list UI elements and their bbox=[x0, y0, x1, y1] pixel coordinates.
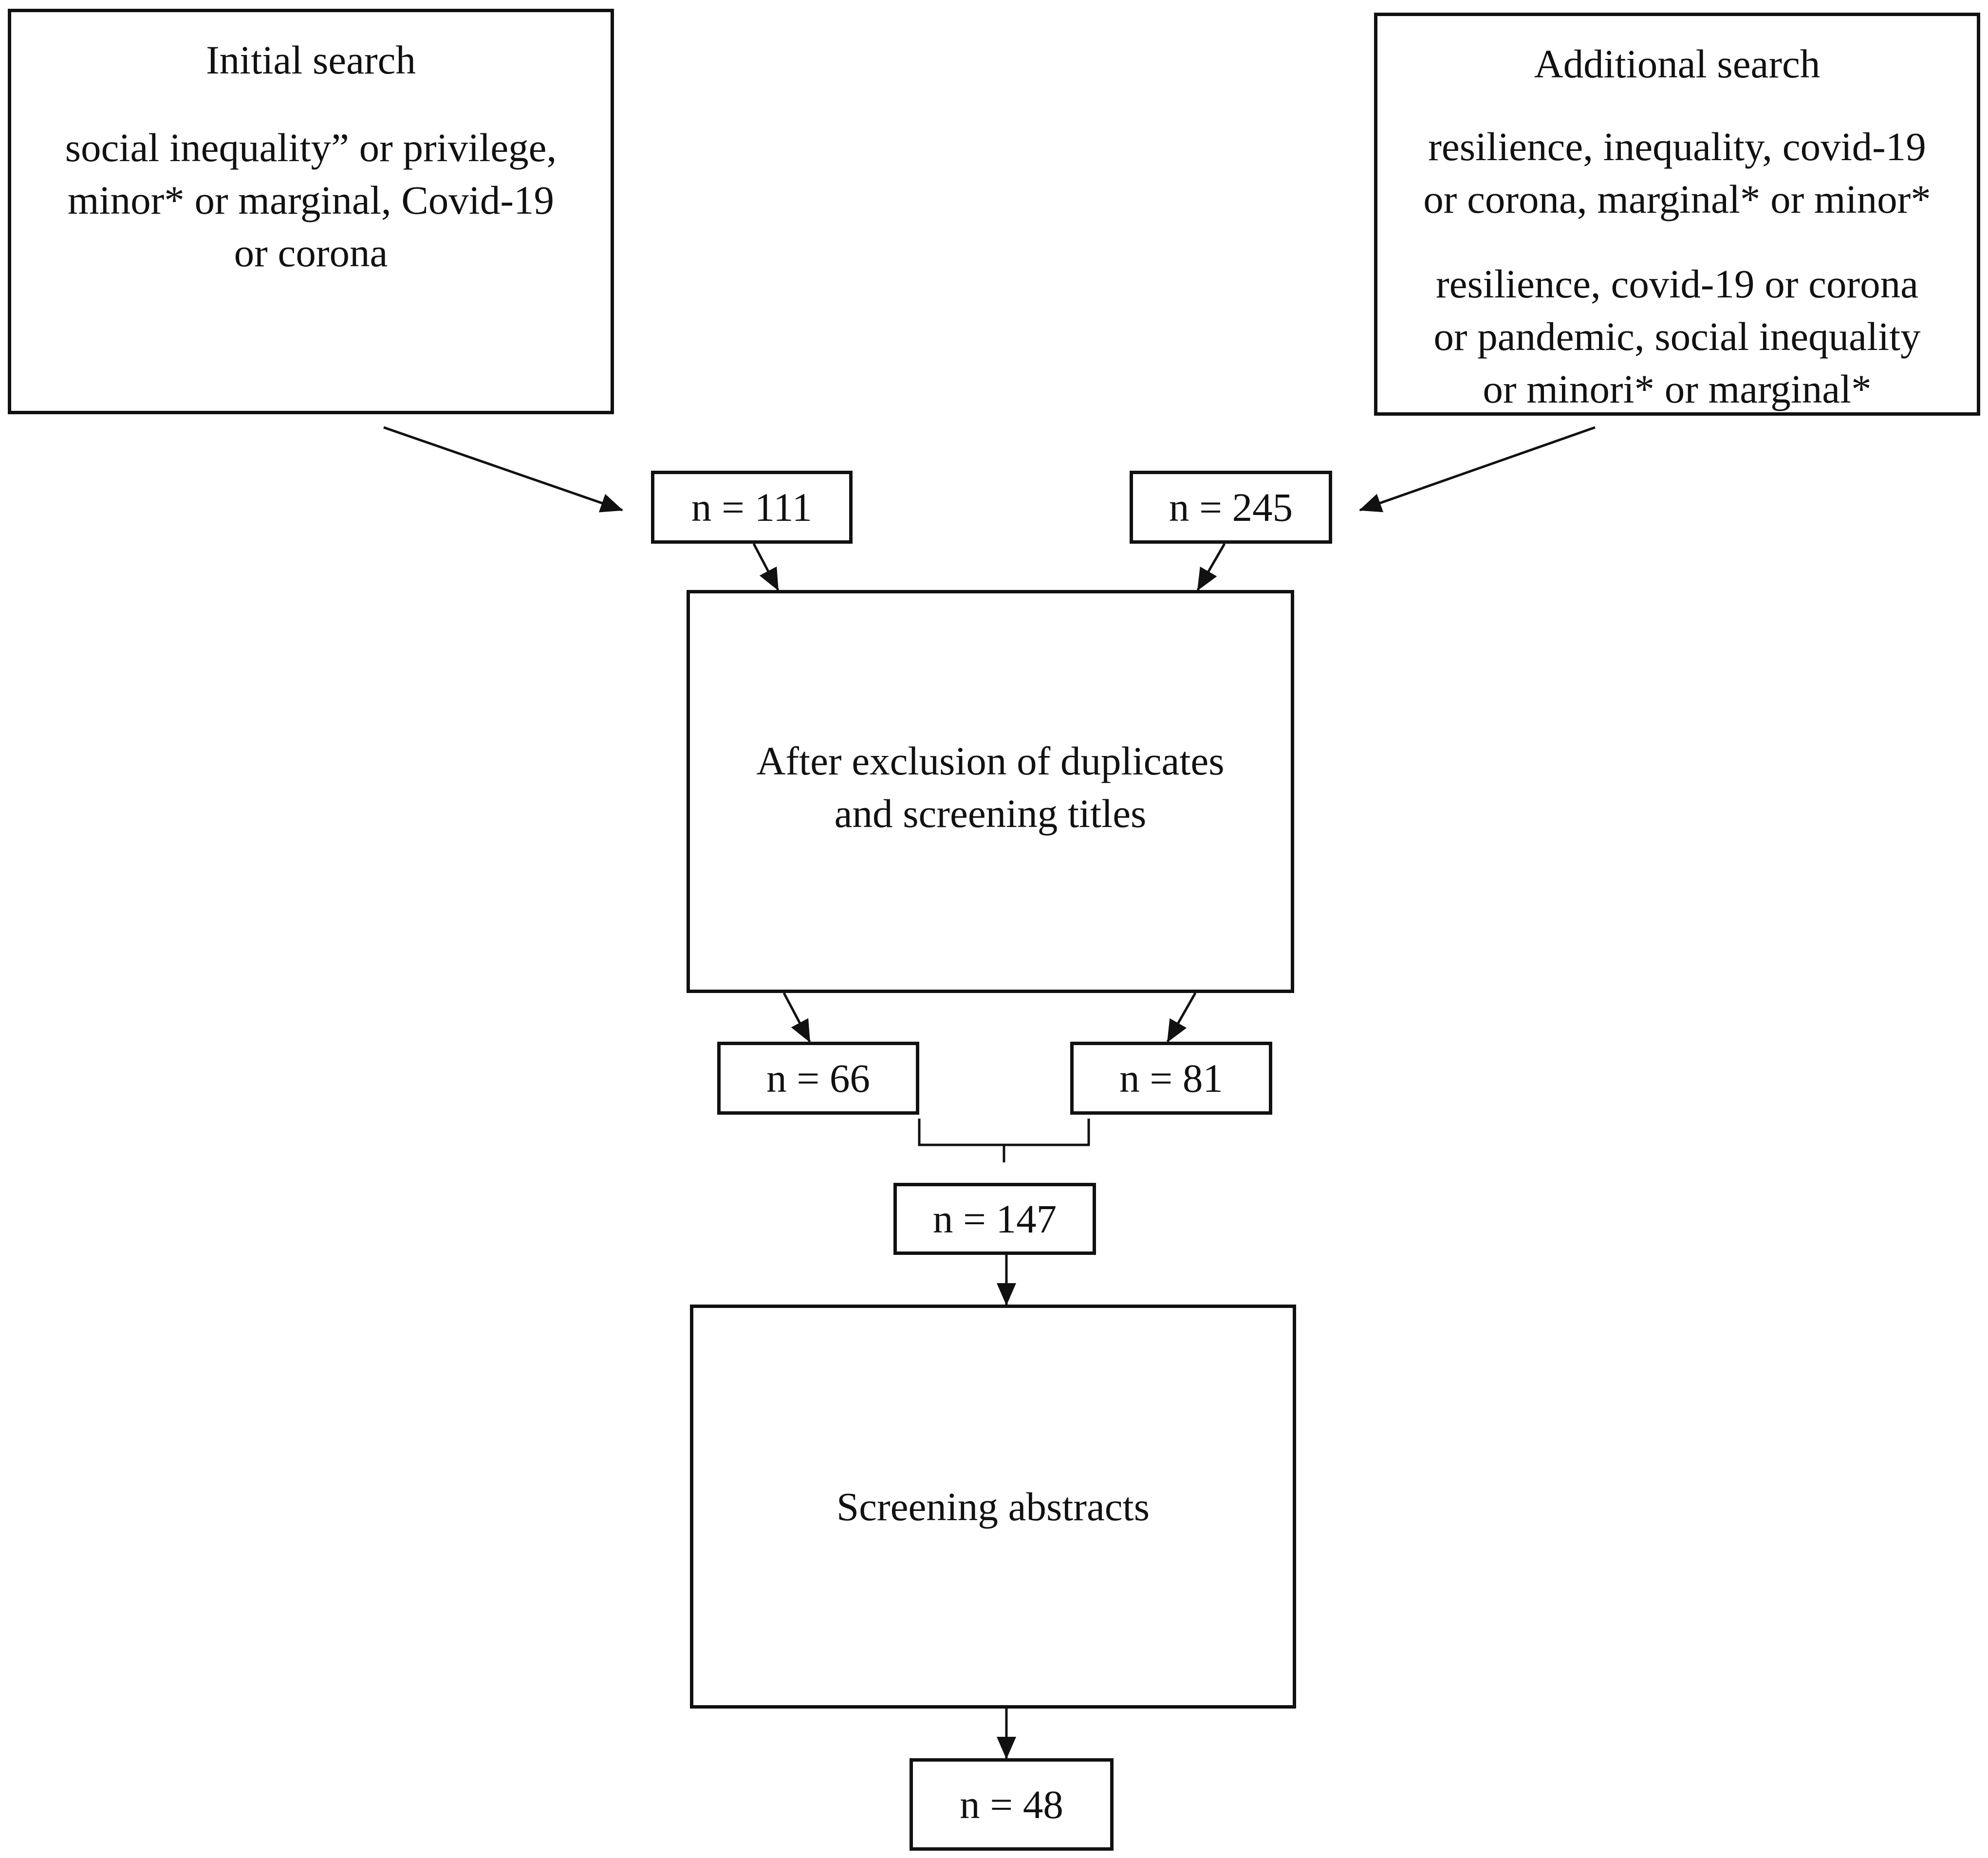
arrow-initial-to-111 bbox=[383, 426, 623, 513]
abstracts-step-box: Screening abstracts bbox=[690, 1305, 1296, 1709]
initial-search-title: Initial search bbox=[206, 37, 416, 82]
additional-search-title: Additional search bbox=[1534, 41, 1821, 86]
arrow-dedup-to-81 bbox=[1166, 992, 1197, 1043]
additional-search-box: Additional search resilience, inequality… bbox=[1374, 13, 1980, 416]
dedup-step-line-1: After exclusion of duplicates bbox=[756, 738, 1225, 783]
count-additional: n = 245 bbox=[1130, 471, 1332, 544]
count-after-left: n = 66 bbox=[717, 1042, 919, 1115]
count-after-right: n = 81 bbox=[1070, 1042, 1272, 1115]
merge-brace bbox=[918, 1119, 1090, 1162]
arrow-additional-to-245 bbox=[1359, 426, 1596, 513]
count-final: n = 48 bbox=[910, 1758, 1114, 1851]
dedup-step-box: After exclusion of duplicates and screen… bbox=[687, 590, 1294, 993]
arrow-245-to-dedup bbox=[1196, 543, 1226, 591]
arrow-111-to-dedup bbox=[752, 543, 780, 591]
additional-search-terms-2-line-3: or minori* or marginal* bbox=[1483, 367, 1872, 411]
initial-search-terms-line-1: social inequality” or privilege, bbox=[65, 125, 557, 170]
dedup-step-line-2: and screening titles bbox=[834, 791, 1147, 836]
initial-search-terms-line-2: minor* or marginal, Covid-19 bbox=[68, 178, 554, 222]
additional-search-terms-2-line-2: or pandemic, social inequality bbox=[1433, 314, 1921, 359]
additional-search-terms-1-line-1: resilience, inequality, covid-19 bbox=[1428, 124, 1926, 169]
initial-search-box: Initial search social inequality” or pri… bbox=[8, 9, 614, 414]
count-combined: n = 147 bbox=[893, 1183, 1096, 1255]
arrow-dedup-to-66 bbox=[782, 992, 811, 1043]
count-initial: n = 111 bbox=[651, 471, 853, 544]
additional-search-terms-2-line-1: resilience, covid-19 or corona bbox=[1436, 261, 1918, 306]
additional-search-terms-1-line-2: or corona, marginal* or minor* bbox=[1423, 177, 1931, 221]
initial-search-terms-line-3: or corona bbox=[234, 230, 388, 275]
